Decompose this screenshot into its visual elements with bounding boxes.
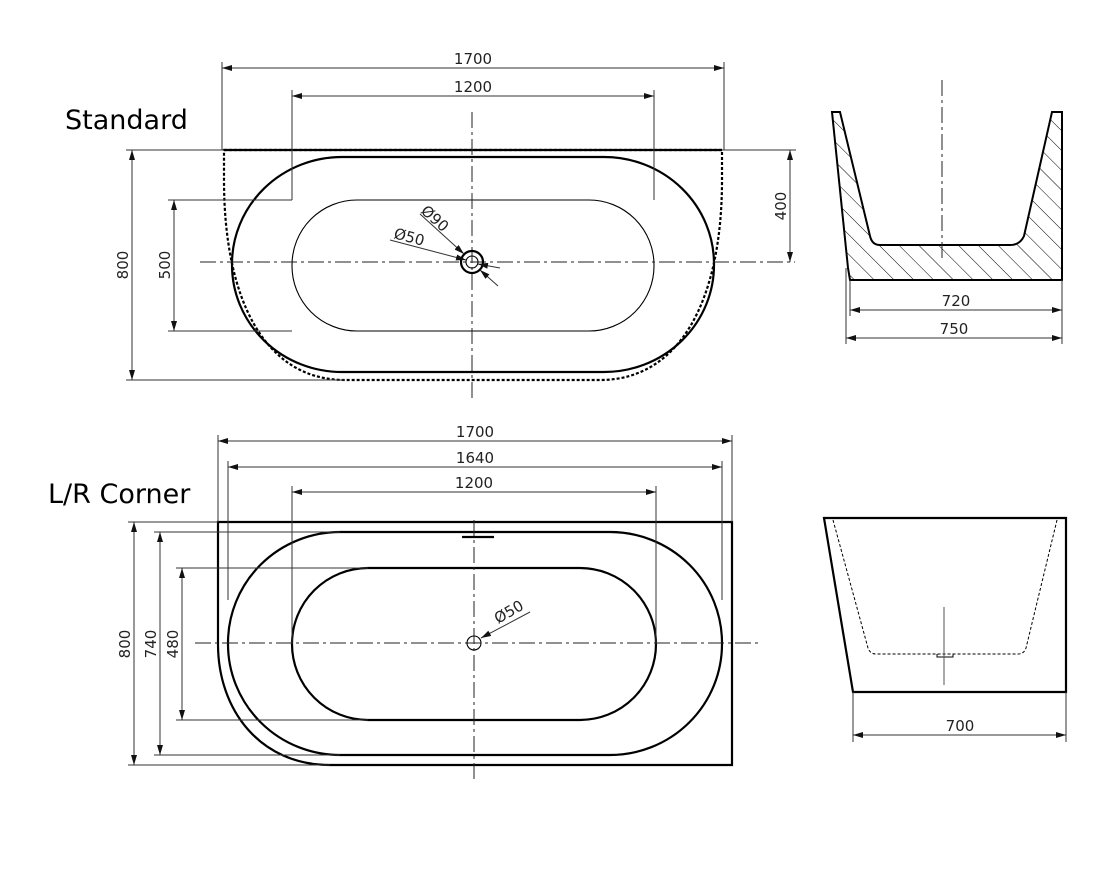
- standard-drain-offset-dimension: 400: [772, 192, 790, 221]
- corner-basin-width-dimension: 480: [164, 630, 182, 659]
- standard-side-section: 720 750: [830, 80, 1063, 344]
- standard-top-view: Ø90 Ø50 1700 1200 800 500 400: [114, 50, 796, 398]
- standard-side-outer-dimension: 750: [940, 320, 969, 338]
- standard-section-hatched: [830, 111, 1063, 281]
- standard-view-label: Standard: [65, 105, 188, 136]
- standard-basin: [291, 199, 655, 332]
- standard-overflow-ring: [459, 249, 485, 275]
- standard-width-dimension: 800: [114, 251, 132, 280]
- corner-rim-width-dimension: 740: [142, 630, 160, 659]
- corner-side-outline: [822, 516, 1068, 694]
- standard-drain-diameter: Ø50: [392, 224, 427, 249]
- corner-basin-length-dimension: 1200: [455, 474, 493, 492]
- corner-side-hidden-basin: [832, 519, 1058, 655]
- standard-basin-length-dimension: 1200: [454, 78, 492, 96]
- corner-width-dimension: 800: [116, 630, 134, 659]
- corner-length-dimension: 1700: [456, 423, 494, 441]
- corner-side-drain: [936, 654, 954, 658]
- standard-side-inner-dimension: 720: [942, 292, 971, 310]
- corner-side-view: 700: [822, 516, 1068, 742]
- corner-drain: [466, 635, 482, 651]
- corner-view-label: L/R Corner: [48, 479, 191, 510]
- standard-outer-ribbed-shell: [222, 148, 724, 382]
- standard-length-dimension: 1700: [454, 50, 492, 68]
- corner-top-view: Ø50 1700 1640 1200 800 740 480: [116, 423, 762, 780]
- standard-rim: [230, 155, 716, 374]
- standard-drain: [465, 255, 479, 269]
- corner-side-base-dimension: 700: [946, 717, 975, 735]
- corner-rim-length-dimension: 1640: [456, 449, 494, 467]
- standard-basin-width-dimension: 500: [156, 251, 174, 280]
